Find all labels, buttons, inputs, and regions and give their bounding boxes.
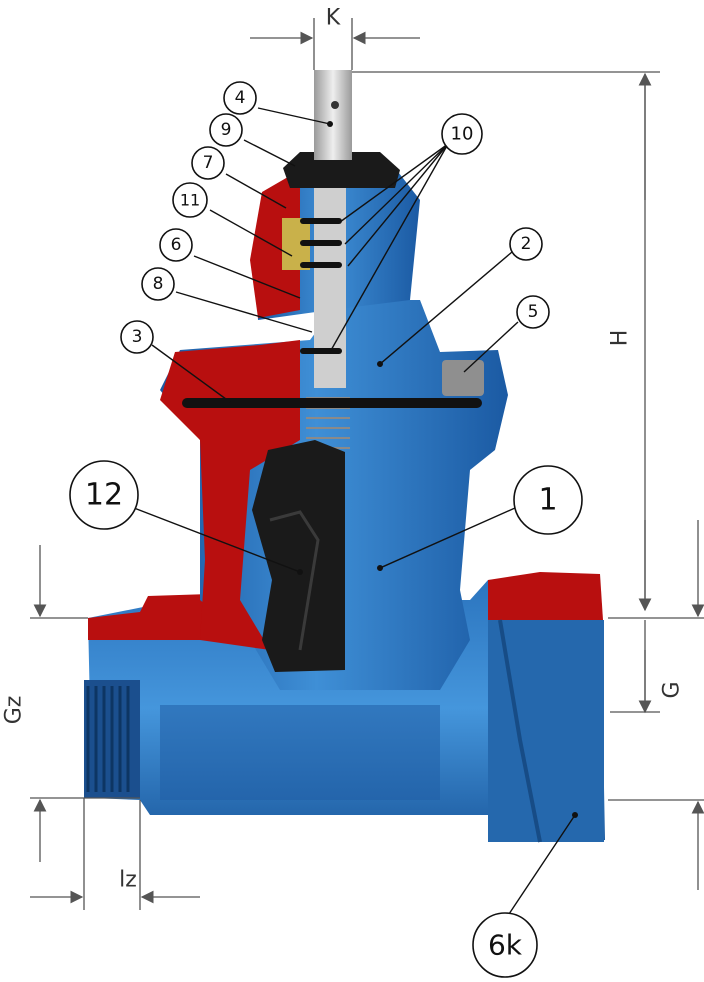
bonnet-cut-section [250,170,300,318]
leader-dots [297,121,578,818]
o-rings [300,218,342,354]
callout-3: 3 [132,327,143,347]
callouts [69,81,583,978]
callout-7: 7 [203,153,214,173]
dimension-lines [30,18,704,910]
wedge [252,440,345,672]
callout-4: 4 [235,88,246,108]
callout-10: 10 [451,124,474,145]
dim-h-label: H [608,330,633,347]
dim-gz-label: Gz [2,696,27,725]
callout-12: 12 [85,478,123,513]
dust-cap [283,152,400,188]
callout-1: 1 [538,483,557,518]
bolt-rod [182,398,482,408]
callout-8: 8 [153,274,164,294]
callout-6: 6 [171,235,182,255]
callout-11: 11 [180,191,200,210]
bore-shadow [160,705,440,800]
callout-5: 5 [528,302,539,322]
dim-k-label: K [326,6,341,31]
right-socket-section [488,572,603,620]
bolt-cap [442,360,484,396]
body-cut-section [160,340,300,650]
valve-body [84,70,605,843]
left-inlet-section [88,594,210,640]
callout-9: 9 [221,120,232,140]
leader-lines [133,107,576,921]
threaded-end-left [84,680,140,798]
dim-lz-label: lz [119,868,137,893]
dim-g-label: G [660,681,685,698]
callout-2: 2 [521,234,532,254]
stem [314,70,352,160]
callout-6k: 6k [488,929,523,962]
